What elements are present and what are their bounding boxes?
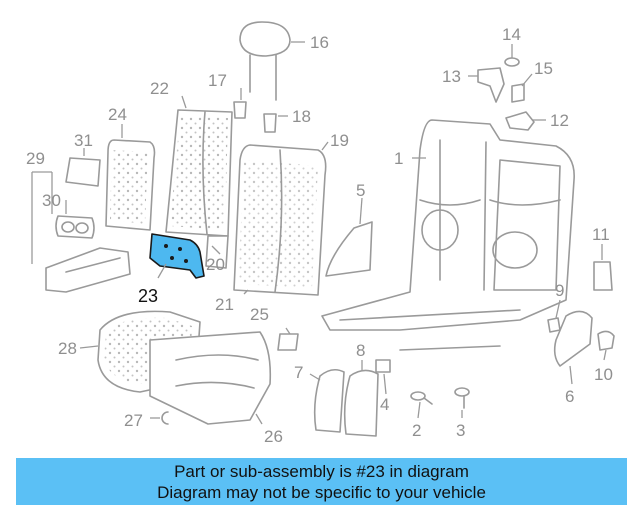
label-12: 12 bbox=[550, 111, 569, 130]
part-11-cover[interactable] bbox=[593, 261, 613, 291]
part-15-cover[interactable] bbox=[511, 83, 525, 103]
part-29-armrest[interactable] bbox=[45, 247, 131, 293]
info-banner: Part or sub-assembly is #23 in diagram D… bbox=[16, 458, 627, 505]
part-7-cover[interactable] bbox=[313, 368, 345, 433]
label-9: 9 bbox=[555, 281, 564, 300]
leader-lines bbox=[31, 41, 607, 425]
label-6: 6 bbox=[565, 387, 574, 406]
banner-line-1: Part or sub-assembly is #23 in diagram bbox=[174, 461, 469, 481]
part-16-headrest[interactable] bbox=[239, 21, 291, 101]
label-4: 4 bbox=[380, 395, 389, 414]
part-10-cap[interactable] bbox=[597, 330, 615, 351]
label-22: 22 bbox=[150, 79, 169, 98]
label-28: 28 bbox=[58, 339, 77, 358]
label-31: 31 bbox=[74, 131, 93, 150]
part-22-seatback-pad[interactable] bbox=[165, 109, 233, 237]
label-20: 20 bbox=[206, 255, 225, 274]
part-31-pad[interactable] bbox=[65, 157, 101, 187]
part-5-side-panel[interactable] bbox=[325, 221, 373, 277]
label-23-highlighted: 23 bbox=[138, 286, 158, 306]
part-23-highlighted-bracket[interactable] bbox=[149, 233, 205, 279]
part-8-cover[interactable] bbox=[343, 369, 379, 437]
part-12-lever[interactable] bbox=[505, 111, 535, 131]
callout-labels: 1 2 3 4 5 6 7 8 9 10 11 12 13 14 15 16 1… bbox=[26, 25, 613, 446]
label-18: 18 bbox=[292, 107, 311, 126]
label-29: 29 bbox=[26, 149, 45, 168]
part-6-side-cover[interactable] bbox=[553, 310, 593, 367]
part-20-bracket[interactable] bbox=[205, 235, 229, 269]
label-27: 27 bbox=[124, 411, 143, 430]
label-30: 30 bbox=[42, 191, 61, 210]
part-9-clip[interactable] bbox=[547, 317, 561, 333]
part-25-bracket[interactable] bbox=[277, 333, 299, 351]
part-14-knob[interactable] bbox=[504, 57, 520, 67]
part-4-clip[interactable] bbox=[375, 359, 391, 373]
label-21: 21 bbox=[215, 295, 234, 314]
label-16: 16 bbox=[310, 33, 329, 52]
part-27-clip[interactable] bbox=[161, 411, 169, 425]
label-5: 5 bbox=[356, 181, 365, 200]
label-2: 2 bbox=[412, 421, 421, 440]
label-13: 13 bbox=[442, 67, 461, 86]
label-25: 25 bbox=[250, 305, 269, 324]
label-24: 24 bbox=[108, 105, 127, 124]
label-26: 26 bbox=[264, 427, 283, 446]
label-17: 17 bbox=[208, 71, 227, 90]
label-10: 10 bbox=[594, 365, 613, 384]
label-14: 14 bbox=[502, 25, 521, 44]
part-30-cup-holder[interactable] bbox=[55, 215, 95, 239]
part-26-seat-cushion-cover[interactable] bbox=[149, 331, 272, 425]
part-13-bracket[interactable] bbox=[477, 67, 505, 103]
label-19: 19 bbox=[330, 131, 349, 150]
banner-line-2: Diagram may not be specific to your vehi… bbox=[157, 482, 486, 502]
label-11: 11 bbox=[592, 225, 610, 244]
part-3-bolt[interactable] bbox=[454, 387, 470, 409]
part-17-guide[interactable] bbox=[233, 101, 247, 119]
part-2-bolt[interactable] bbox=[410, 391, 433, 405]
part-1-seat-frame[interactable] bbox=[321, 119, 575, 351]
label-7: 7 bbox=[294, 363, 303, 382]
part-24-back-board[interactable] bbox=[105, 139, 156, 231]
label-8: 8 bbox=[356, 341, 365, 360]
label-1: 1 bbox=[394, 149, 403, 168]
part-19-21-seatback-cover[interactable] bbox=[233, 144, 327, 296]
label-15: 15 bbox=[534, 59, 553, 78]
parts-diagram: 1 2 3 4 5 6 7 8 9 10 11 12 13 14 15 16 1… bbox=[26, 21, 615, 446]
part-18-guide[interactable] bbox=[263, 113, 277, 133]
label-3: 3 bbox=[456, 421, 465, 440]
